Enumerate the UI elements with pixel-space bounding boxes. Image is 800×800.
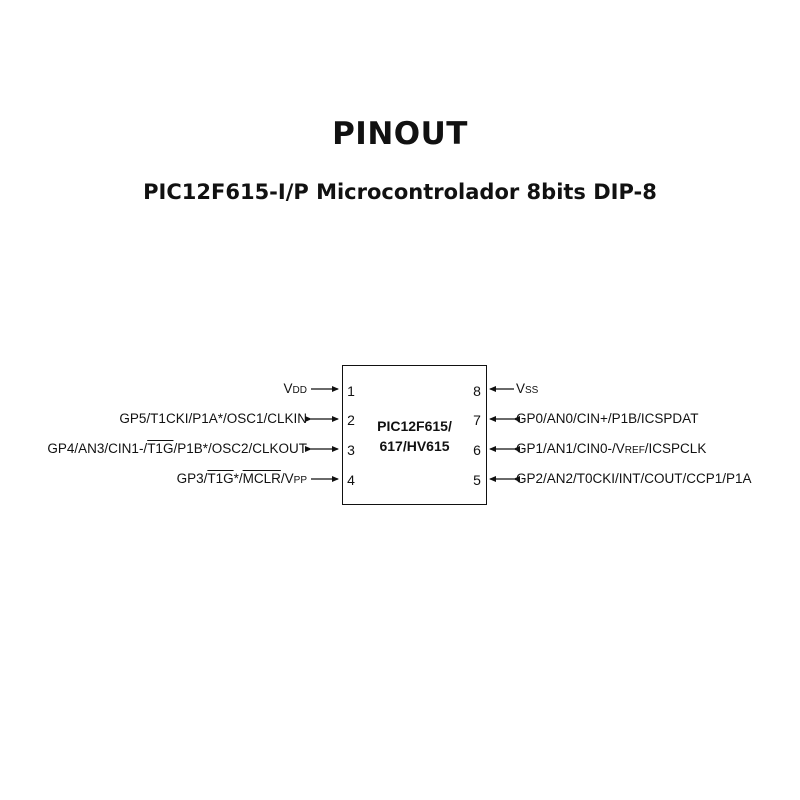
pin-number-5: 5 (473, 472, 481, 488)
chip-label-line2: 617/HV615 (379, 438, 450, 454)
pin-number-2: 2 (347, 412, 355, 428)
ic-package-body (342, 365, 487, 505)
pin-number-1: 1 (347, 383, 355, 399)
pin-number-7: 7 (473, 412, 481, 428)
pin-label-6: GP1/AN1/CIN0-/VREF/ICSPCLK (516, 441, 707, 456)
page-subtitle: PIC12F615-I/P Microcontrolador 8bits DIP… (143, 180, 657, 204)
page-title: PINOUT (332, 116, 468, 152)
pin-number-6: 6 (473, 442, 481, 458)
pin-label-7: GP0/AN0/CIN+/P1B/ICSPDAT (516, 411, 699, 426)
pin-label-2: GP5/T1CKI/P1A*/OSC1/CLKIN (119, 411, 307, 426)
pin-number-4: 4 (347, 472, 355, 488)
pin-label-3: GP4/AN3/CIN1-/T1G/P1B*/OSC2/CLKOUT (47, 441, 307, 456)
pin-label-8: VSS (516, 381, 539, 396)
pin-number-8: 8 (473, 383, 481, 399)
pin-number-3: 3 (347, 442, 355, 458)
pin-label-4: GP3/T1G*/MCLR/VPP (176, 471, 307, 486)
pin-label-5: GP2/AN2/T0CKI/INT/COUT/CCP1/P1A (516, 471, 752, 486)
pin-label-1: VDD (283, 381, 307, 396)
chip-label-line1: PIC12F615/ (377, 418, 452, 434)
